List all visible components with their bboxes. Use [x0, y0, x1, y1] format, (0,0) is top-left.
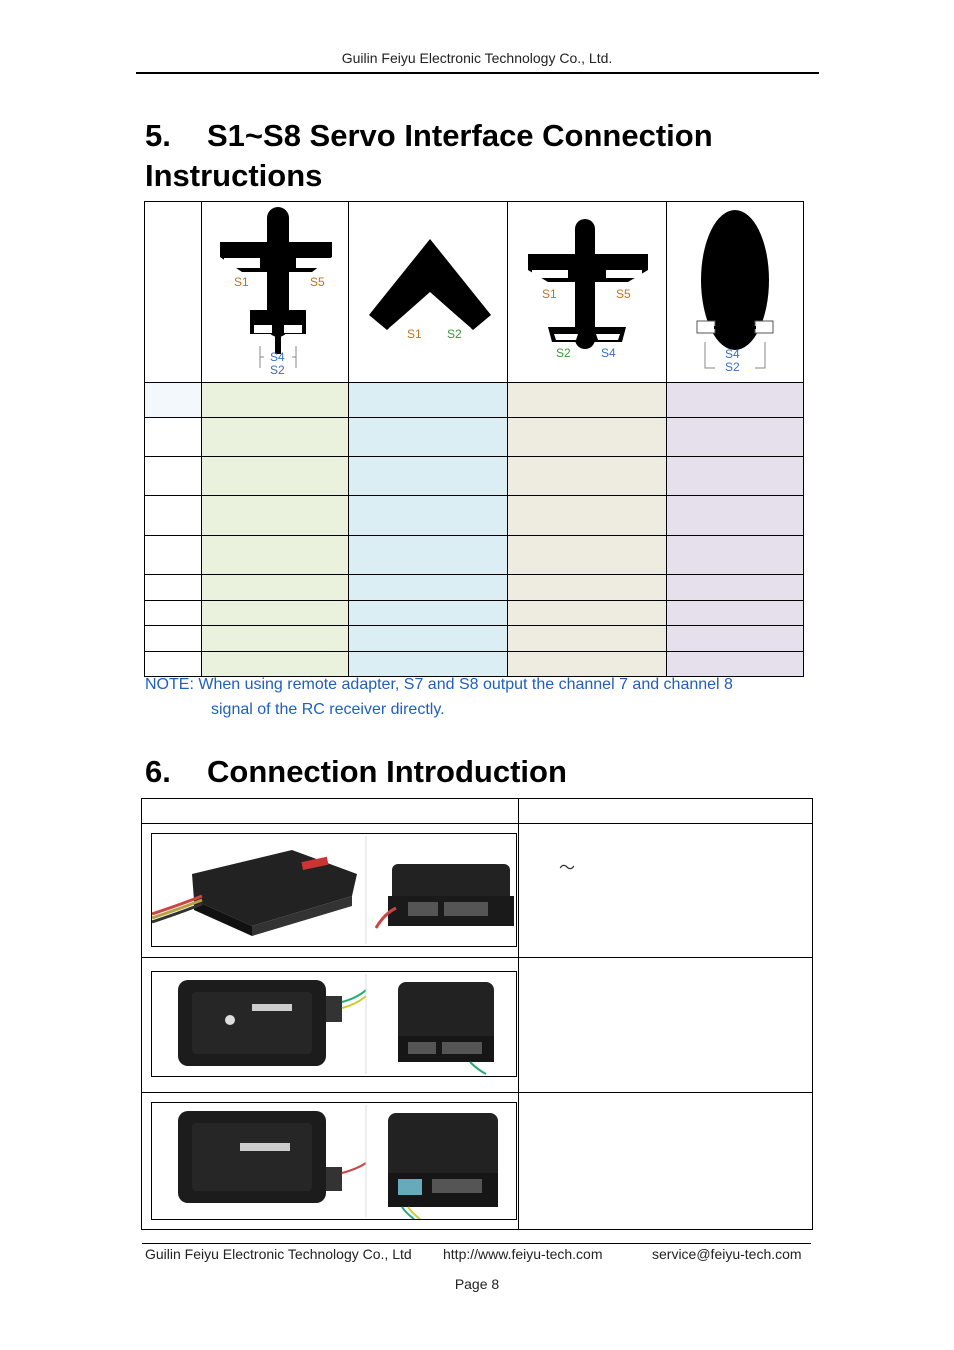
table-header-row — [141, 798, 813, 824]
label-o-s4: S4 — [725, 347, 740, 361]
footer-rule — [142, 1243, 811, 1244]
section5-title-line1: S1~S8 Servo Interface Connection — [207, 118, 713, 153]
section5-title-line2: Instructions — [145, 158, 323, 193]
section6-title: Connection Introduction — [207, 754, 567, 789]
page-number: Page 8 — [454, 1276, 500, 1292]
label-o-s2: S2 — [725, 360, 740, 374]
photo-cell-3 — [141, 1092, 519, 1230]
photo-device-2 — [151, 971, 517, 1077]
diagram-cell-empty — [144, 201, 202, 383]
note-line1: NOTE: When using remote adapter, S7 and … — [145, 676, 733, 693]
photo-cell-1 — [141, 823, 519, 958]
table-row — [144, 600, 804, 626]
table-row — [141, 957, 813, 1093]
table-row: ～ — [141, 823, 813, 958]
header-rule — [136, 72, 819, 74]
label-wing-s1: S1 — [407, 327, 422, 341]
diagram-cell-oval: S4 S2 — [666, 201, 804, 383]
section5-heading: 5. S1~S8 Servo Interface Connection — [145, 116, 713, 156]
plane-vtail-diagram: S1 S5 S2 S4 — [528, 219, 648, 360]
table-row — [144, 495, 804, 536]
footer-email-link[interactable]: service@feiyu-tech.com — [652, 1246, 802, 1262]
diagram-cell-plane1: S1 S5 S4 S2 — [201, 201, 349, 383]
label-wing-s2: S2 — [447, 327, 462, 341]
desc-cell-2 — [518, 957, 813, 1093]
table-row — [144, 456, 804, 496]
table-row — [144, 574, 804, 601]
table-row — [144, 535, 804, 575]
diagram-cell-plane2: S1 S5 S2 S4 — [507, 201, 667, 383]
footer-url-link[interactable]: http://www.feiyu-tech.com — [443, 1246, 603, 1262]
photo-cell-2 — [141, 957, 519, 1093]
flying-wing-diagram: S1 S2 — [369, 239, 491, 341]
photo-device-1 — [151, 833, 517, 947]
label-v-s5: S5 — [616, 287, 631, 301]
label-s2: S2 — [270, 363, 285, 377]
section6-heading: 6. Connection Introduction — [145, 752, 567, 792]
page-header: Guilin Feiyu Electronic Technology Co., … — [341, 50, 613, 66]
table-row — [144, 625, 804, 652]
servo-note: NOTE: When using remote adapter, S7 and … — [145, 672, 810, 722]
label-v-s4: S4 — [601, 346, 616, 360]
table-row — [141, 1092, 813, 1230]
diagram-cell-flying-wing: S1 S2 — [348, 201, 508, 383]
servo-diagram-row: S1 S5 S4 S2 S1 S2 S1 S5 — [144, 201, 804, 383]
desc-cell-1: ～ — [518, 823, 813, 958]
table-row — [144, 651, 804, 677]
table-row — [144, 417, 804, 457]
photo-device-3 — [151, 1102, 517, 1220]
desc-cell-3 — [518, 1092, 813, 1230]
note-line2: signal of the RC receiver directly. — [211, 701, 445, 718]
table-row — [144, 382, 804, 418]
label-v-s1: S1 — [542, 287, 557, 301]
connection-table: ～ — [141, 798, 813, 1230]
section5-number: 5. — [145, 118, 171, 153]
oval-body-diagram: S4 S2 — [696, 210, 774, 374]
row1-text: ～ — [559, 860, 576, 877]
section6-number: 6. — [145, 754, 171, 789]
label-v-s2: S2 — [556, 346, 571, 360]
label-s5: S5 — [310, 275, 325, 289]
label-s1: S1 — [234, 275, 249, 289]
plane-standard-diagram: S1 S5 S4 S2 — [220, 207, 332, 377]
footer-company: Guilin Feiyu Electronic Technology Co., … — [145, 1246, 412, 1262]
servo-table: S1 S5 S4 S2 S1 S2 S1 S5 — [144, 201, 804, 677]
label-s4: S4 — [270, 350, 285, 364]
